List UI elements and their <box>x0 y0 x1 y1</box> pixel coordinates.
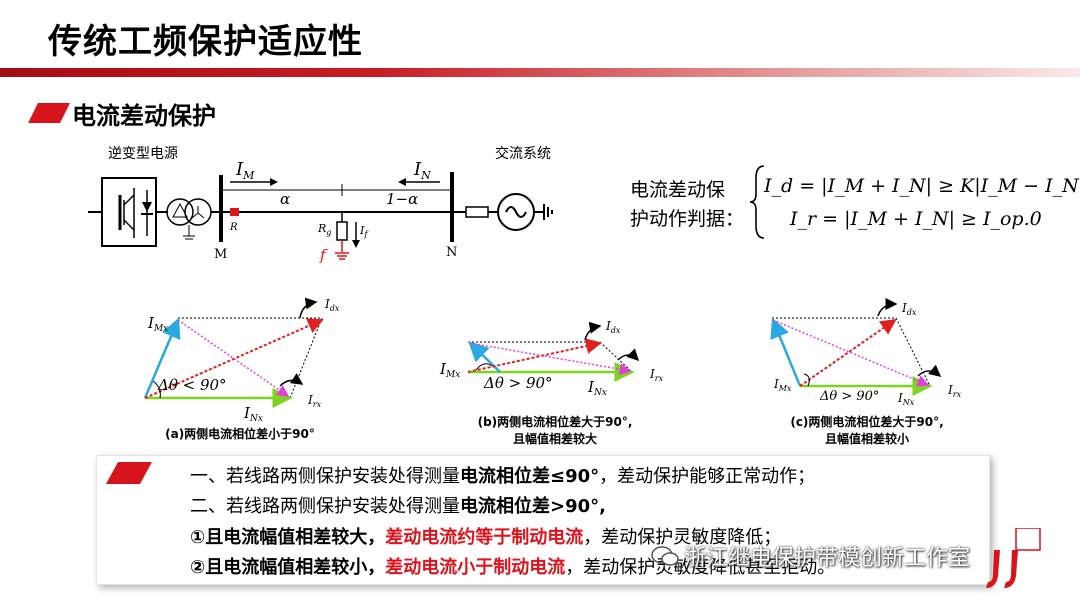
criterion-equation-2: I_r = |I_M + I_N| ≥ I_op.0 <box>790 208 1042 230</box>
phasor-diagram-c: IMx INx Idx Irx Δθ > 90° <box>770 298 962 407</box>
page-title: 传统工频保护适应性 <box>48 22 363 62</box>
inverter-source-label: 逆变型电源 <box>108 146 178 162</box>
title-underline-bar <box>0 68 1080 77</box>
vector-idx-b <box>467 338 602 373</box>
left-brace-icon <box>749 165 765 239</box>
ac-system-label: 交流系统 <box>495 146 551 162</box>
phasor-diagram-b: IMx INx Idx Irx Δθ > 90° <box>439 319 664 398</box>
label-imx-b: IMx <box>439 360 460 380</box>
circuit-diagram: IM IN α 1−α R Rg If f M N <box>88 159 553 264</box>
alpha-label: α <box>280 190 290 208</box>
vector-imx-a <box>143 317 181 399</box>
relay-label: R <box>229 222 238 233</box>
caption-c-line1: (c)两侧电流相位差大于90°, <box>790 415 944 429</box>
transformer-icon <box>166 198 212 240</box>
caption-c-line2: 且幅值相差较小 <box>824 432 909 446</box>
wechat-icon <box>651 546 679 566</box>
label-inx-b: INx <box>587 378 607 398</box>
ac-source-icon <box>497 193 553 231</box>
summary-box <box>96 455 990 585</box>
phasor-diagram-a: IMx INx Idx Irx Δθ < 90° <box>143 297 340 424</box>
vector-irx-c <box>772 319 930 387</box>
criterion-equation-1: I_d = |I_M + I_N| ≥ K|I_M − I_N| <box>764 175 1080 197</box>
summary-line-1: 一、若线路两侧保护安装处得测量电流相位差≤90°，差动保护能够正常动作； <box>190 466 816 487</box>
one-minus-alpha-label: 1−α <box>386 190 418 208</box>
vector-idx-c <box>799 318 897 387</box>
caption-b-line1: (b)两侧电流相位差大于90°, <box>477 415 633 429</box>
vector-irx-b <box>469 342 632 376</box>
label-irx-c: Irx <box>947 383 962 399</box>
summary-line-3: ①且电流幅值相差较大，差动电流约等于制动电流，差动保护灵敏度降低； <box>190 527 782 548</box>
angle-label-a: Δθ < 90° <box>157 376 227 394</box>
vector-imx-b <box>468 341 501 373</box>
label-irx-a: Irx <box>307 393 322 409</box>
section-title: 电流差动保护 <box>72 102 216 130</box>
label-imx-a: IMx <box>147 314 168 334</box>
fault-current-label: If <box>359 224 369 239</box>
label-idx-c: Idx <box>901 301 917 317</box>
watermark-text: 浙江继电保护带模创新工作室 <box>684 546 971 571</box>
current-in-label: IN <box>413 159 431 182</box>
bus-n-label: N <box>446 245 457 260</box>
fault-resistance-label: Rg <box>317 222 331 237</box>
bus-m-label: M <box>214 247 227 262</box>
section-marker-icon <box>28 103 70 123</box>
label-idx-b: Idx <box>605 319 621 335</box>
corner-logo-icon <box>986 528 1041 588</box>
label-inx-c: INx <box>897 391 915 407</box>
label-irx-b: Irx <box>649 367 664 383</box>
label-idx-a: Idx <box>324 297 340 313</box>
criterion-label-line1: 电流差动保 <box>630 179 726 201</box>
criterion-label-line2: 护动作判据： <box>630 208 745 230</box>
fault-resistor-icon <box>336 221 348 241</box>
inverter-icon <box>88 177 157 247</box>
summary-line-4: ②且电流幅值相差较小，差动电流小于制动电流，差动保护灵敏度降低甚至拒动。 <box>190 557 836 578</box>
vector-idx-a <box>144 318 324 399</box>
summary-marker-icon <box>106 462 152 484</box>
label-inx-a: INx <box>243 404 263 424</box>
vector-imx-c <box>770 317 802 387</box>
current-im-label: IM <box>235 159 255 182</box>
summary-line-2: 二、若线路两侧保护安装处得测量电流相位差>90°, <box>190 496 606 517</box>
relay-icon <box>230 208 239 216</box>
caption-b-line2: 且幅值相差较大 <box>512 432 597 446</box>
fault-point-label: f <box>319 246 328 264</box>
angle-label-b: Δθ > 90° <box>483 374 553 392</box>
angle-label-c: Δθ > 90° <box>819 389 879 404</box>
phasor-diagrams: IMx INx Idx Irx Δθ < 90° IMx INx Idx Irx… <box>143 297 962 424</box>
label-imx-c: IMx <box>773 377 792 393</box>
caption-a: (a)两侧电流相位差小于90° <box>165 427 315 441</box>
